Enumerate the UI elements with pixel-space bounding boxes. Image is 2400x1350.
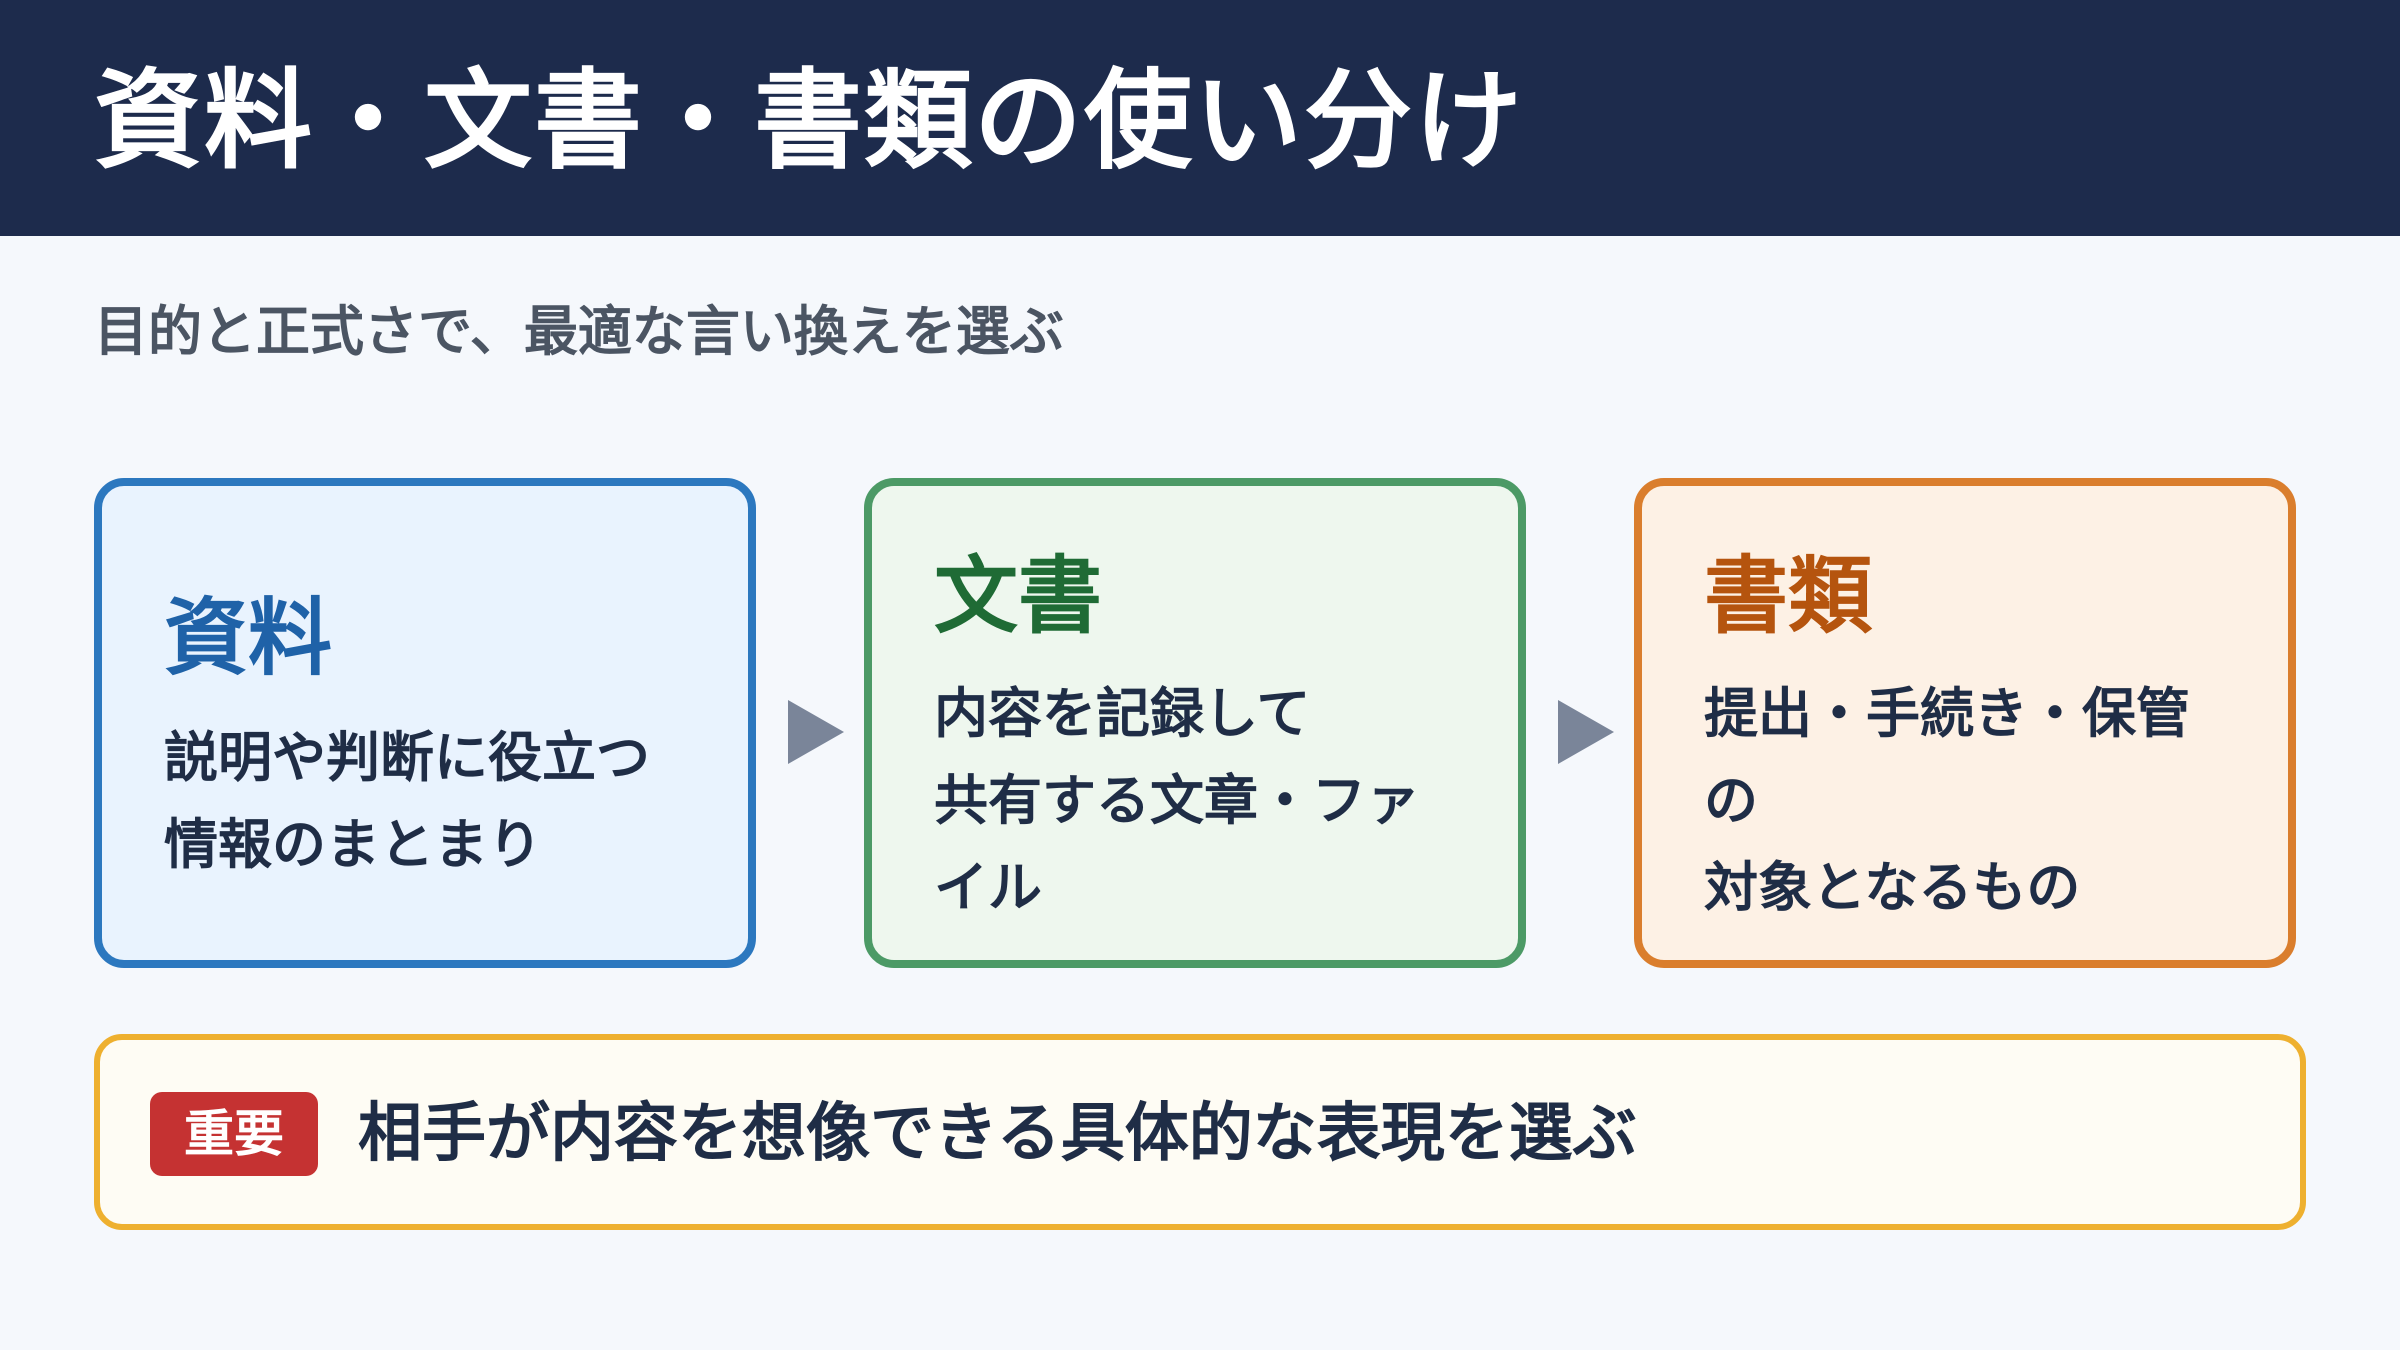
page-subtitle: 目的と正式さで、最適な言い換えを選ぶ (94, 300, 1064, 363)
card-description: 内容を記録して 共有する文章・ファ イル (934, 682, 1420, 919)
card-shorui: 書類 提出・手続き・保管 の 対象となるもの (1634, 478, 2296, 968)
important-note-text: 相手が内容を想像できる具体的な表現を選ぶ (358, 1097, 1637, 1171)
card-description: 提出・手続き・保管 の 対象となるもの (1704, 682, 2190, 919)
card-title: 資料 (164, 589, 333, 687)
arrow-right-icon (788, 700, 844, 764)
card-shiryo: 資料 説明や判断に役立つ 情報のまとまり (94, 478, 756, 968)
arrow-right-icon (1558, 700, 1614, 764)
card-title: 文書 (934, 547, 1103, 645)
important-note: 重要 相手が内容を想像できる具体的な表現を選ぶ (94, 1034, 2306, 1230)
header-bar: 資料・文書・書類の使い分け (0, 0, 2400, 236)
card-description: 説明や判断に役立つ 情報のまとまり (164, 726, 650, 876)
card-bunsho: 文書 内容を記録して 共有する文章・ファ イル (864, 478, 1526, 968)
card-title: 書類 (1704, 547, 1873, 645)
important-badge: 重要 (150, 1092, 318, 1176)
page-title: 資料・文書・書類の使い分け (94, 59, 1525, 184)
